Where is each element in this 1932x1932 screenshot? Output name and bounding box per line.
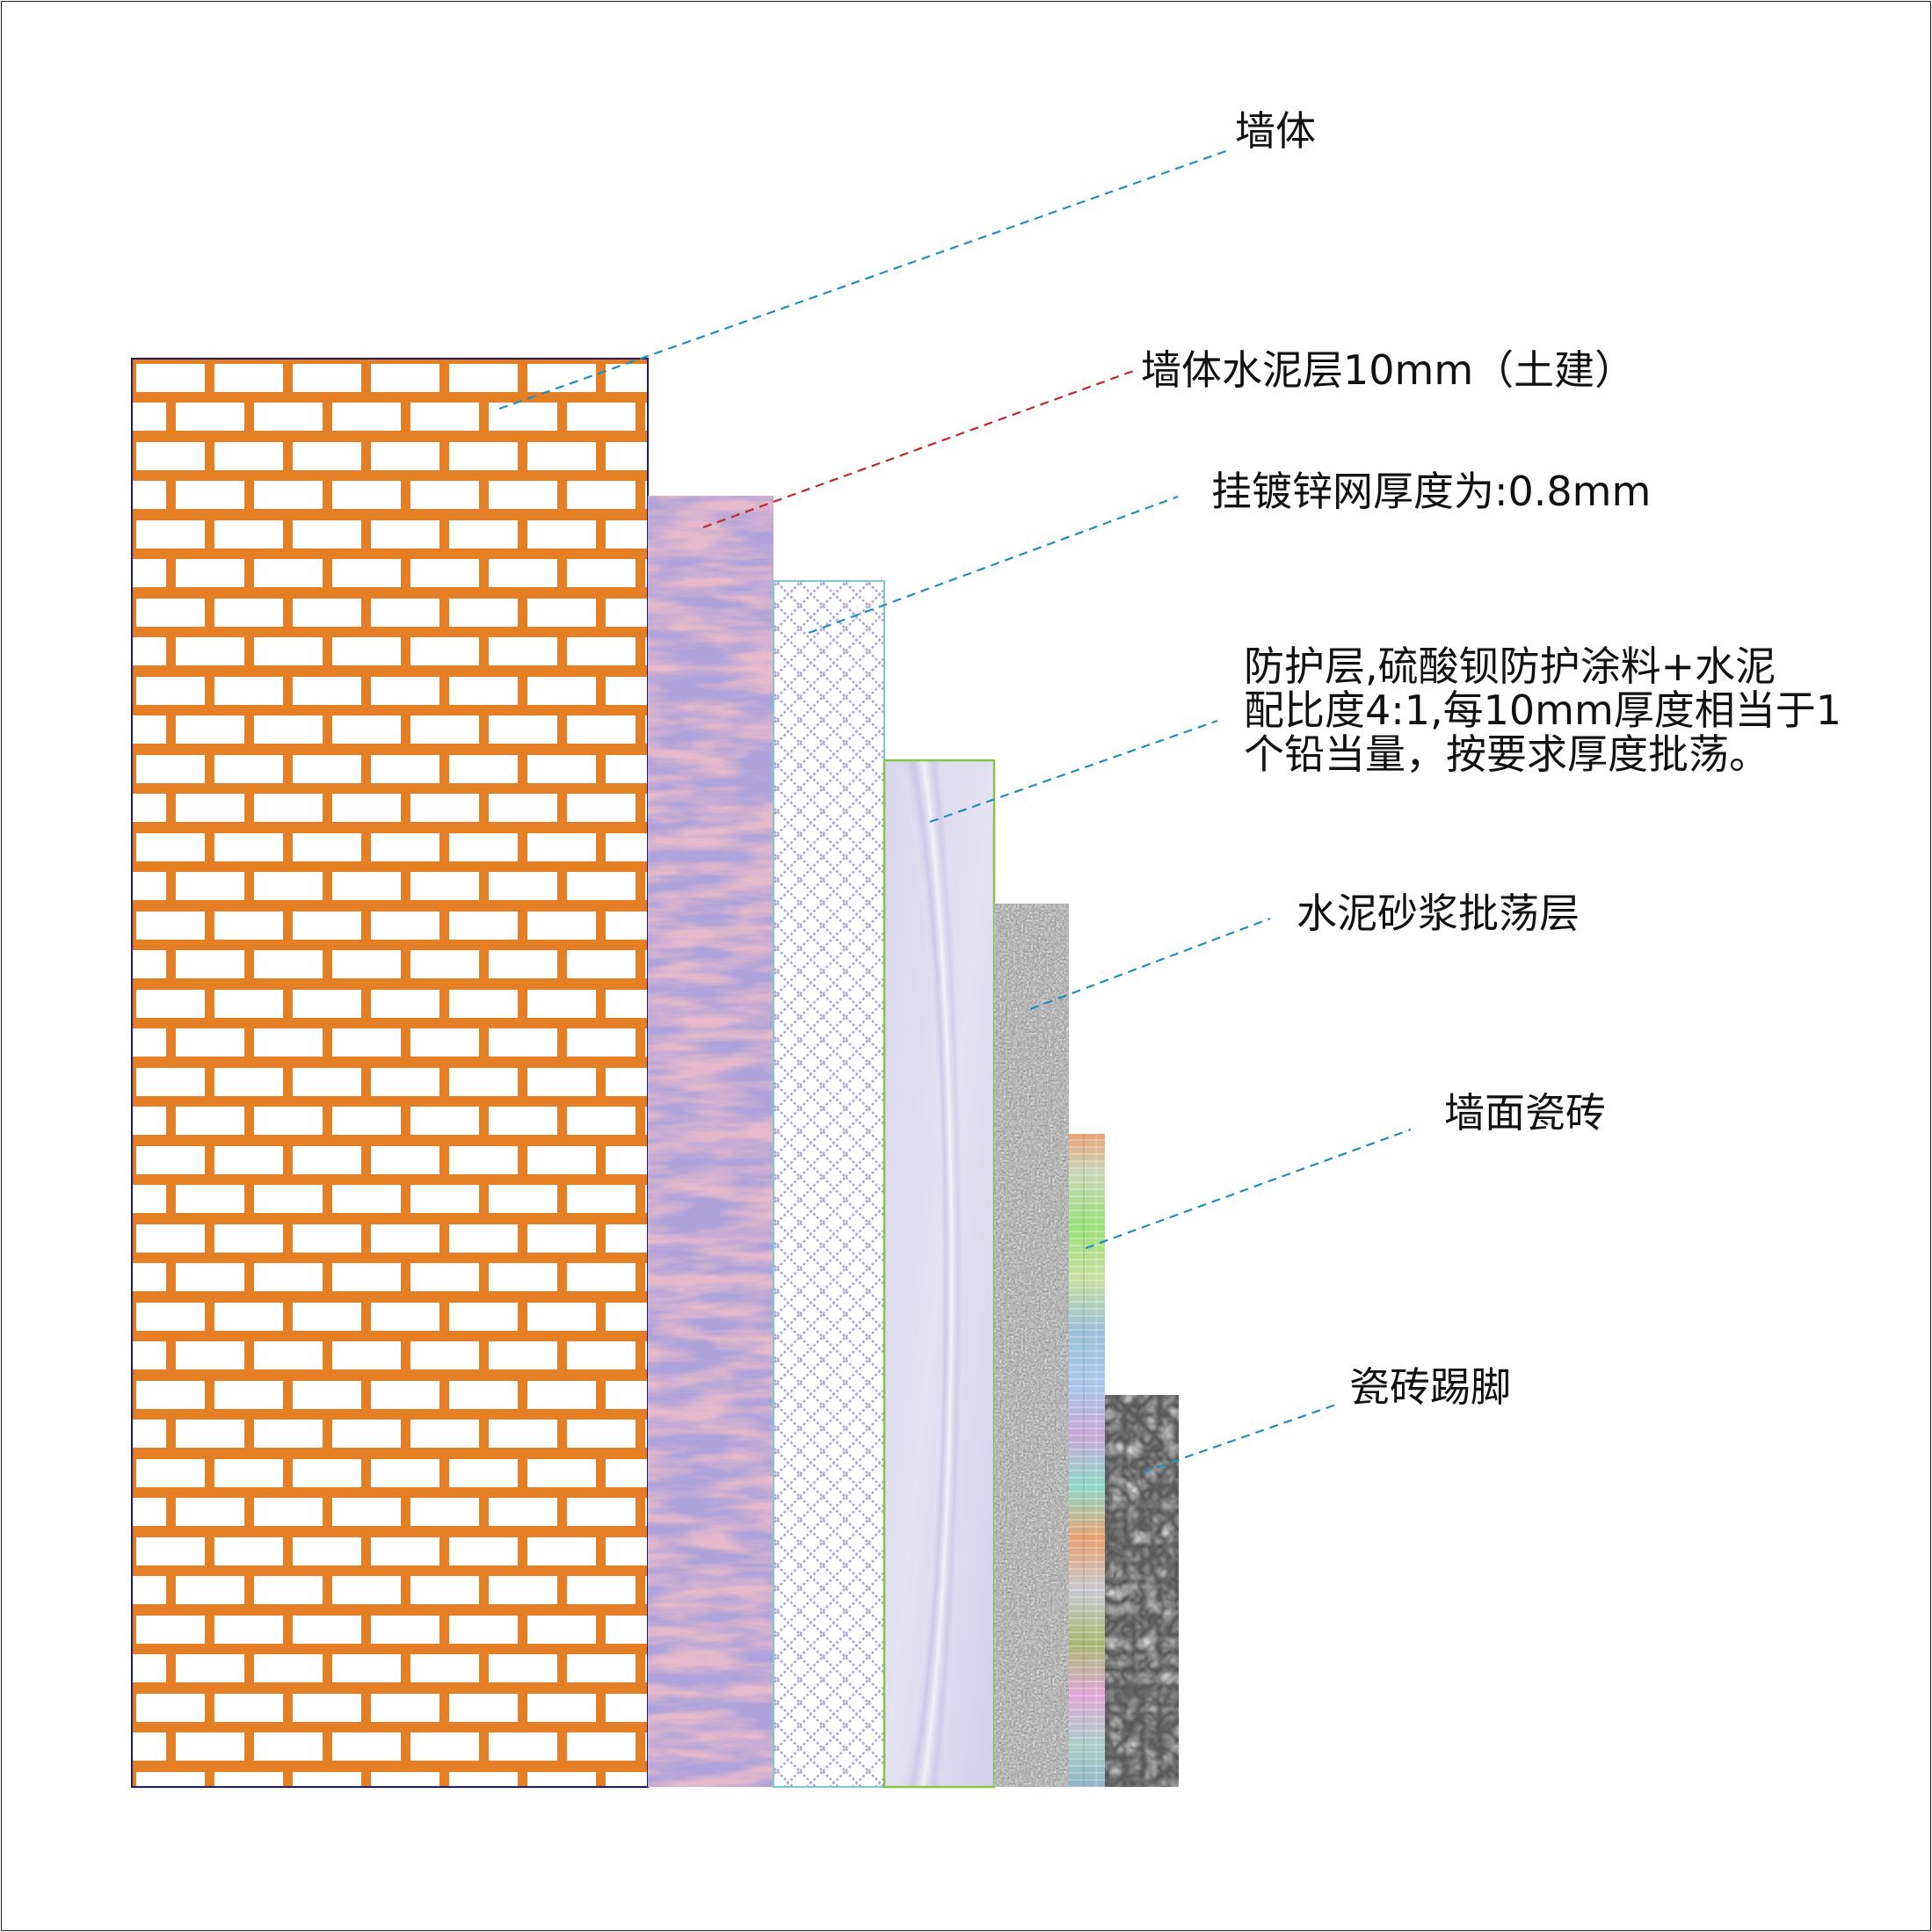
label-protection-line3: 个铅当量，按要求厚度批荡。 xyxy=(1244,730,1769,778)
label-wall-tile: 墙面瓷砖 xyxy=(1444,1089,1606,1137)
label-cement-layer: 墙体水泥层10mm（土建） xyxy=(1141,346,1636,394)
label-protection: 防护层,硫酸钡防护涂料+水泥 配比度4:1,每10mm厚度相当于1 个铅当量，按… xyxy=(1244,644,1859,776)
label-skirting: 瓷砖踢脚 xyxy=(1349,1363,1511,1411)
wall-tile-layer xyxy=(1069,1134,1105,1787)
brick-wall-layer xyxy=(131,358,649,1788)
leader-mesh xyxy=(808,495,1179,635)
label-mesh: 挂镀锌网厚度为:0.8mm xyxy=(1211,468,1652,515)
leader-lines xyxy=(498,148,1412,1474)
leader-mortar xyxy=(1029,917,1271,1011)
leader-wall xyxy=(498,148,1231,410)
label-mortar: 水泥砂浆批荡层 xyxy=(1296,890,1580,937)
protection-layer xyxy=(882,759,996,1789)
leader-protection xyxy=(929,719,1218,824)
label-wall: 墙体 xyxy=(1235,107,1316,155)
skirting-layer xyxy=(1105,1395,1179,1787)
cement-layer xyxy=(648,496,774,1787)
leader-wall-tile xyxy=(1085,1128,1412,1250)
label-protection-line2: 配比度4:1,每10mm厚度相当于1 xyxy=(1244,686,1842,734)
leader-skirting xyxy=(1142,1403,1337,1474)
mortar-plaster-layer xyxy=(994,904,1069,1787)
leader-cement xyxy=(702,367,1139,529)
label-protection-line1: 防护层,硫酸钡防护涂料+水泥 xyxy=(1244,643,1776,690)
mesh-layer xyxy=(773,580,885,1788)
